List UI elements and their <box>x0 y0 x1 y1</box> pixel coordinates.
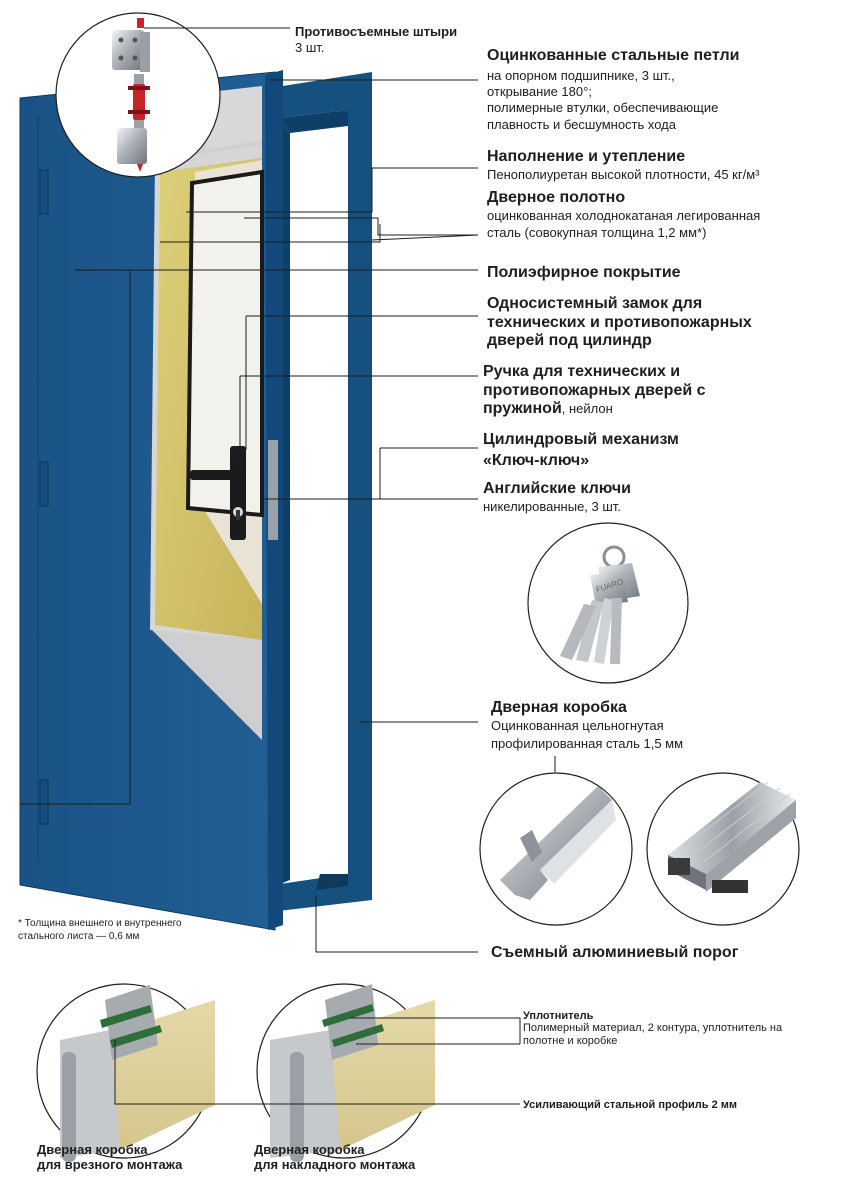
leaf-line: сталь (совокупная толщина 1,2 мм*) <box>487 225 707 240</box>
handle-line: противопожарных дверей с <box>483 382 706 399</box>
frame-section-icon <box>36 983 215 1162</box>
handle-material-label: , нейлон <box>561 401 613 416</box>
cylinder-line: Цилиндровый механизм <box>483 431 679 448</box>
handle-line: пружиной, нейлон <box>483 399 613 418</box>
hinges-line: на опорном подшипнике, 3 шт., <box>487 68 675 83</box>
overlay-caption: Дверная коробка <box>254 1142 365 1157</box>
footnote-line: * Толщина внешнего и внутреннего <box>18 918 182 929</box>
pins-title: Противосъемные штыри <box>295 24 458 39</box>
seal-title: Уплотнитель <box>523 1010 594 1022</box>
hinge-pin-icon <box>55 12 221 178</box>
footnote-line: стального листа — 0,6 мм <box>18 931 140 942</box>
door-frame <box>270 72 372 912</box>
hinges-line: плавность и бесшумность хода <box>487 117 676 132</box>
leader-lines <box>20 27 556 1105</box>
key-bunch-icon: FUARO <box>527 522 689 684</box>
pins-count: 3 шт. <box>295 40 325 55</box>
profile-title: Усиливающий стальной профиль 2 мм <box>523 1099 738 1111</box>
frame-section-icon <box>256 983 435 1162</box>
leaf-line: оцинкованная холоднокатаная легированная <box>487 208 761 223</box>
frame-line: Оцинкованная цельногнутая <box>491 718 664 733</box>
lock-line: Односистемный замок для <box>487 295 703 312</box>
fill-desc: Пенополиуретан высокой плотности, 45 кг/… <box>487 167 760 182</box>
coating-title: Полиэфирное покрытие <box>487 264 681 281</box>
handle-spring-label: пружиной <box>483 400 562 417</box>
threshold-icon <box>646 772 800 926</box>
fill-title: Наполнение и утепление <box>487 148 686 165</box>
handle-line: Ручка для технических и <box>483 363 681 380</box>
keys-title: Английские ключи <box>483 480 631 497</box>
frame-title: Дверная коробка <box>491 699 627 716</box>
overlay-caption: для накладного монтажа <box>254 1157 416 1172</box>
seal-line: Полимерный материал, 2 контура, уплотнит… <box>523 1022 783 1034</box>
keys-desc: никелированные, 3 шт. <box>483 499 621 514</box>
hinges-line: открывание 180°; <box>487 84 592 99</box>
threshold-title: Съемный алюминиевый порог <box>491 944 739 961</box>
mortise-caption: Дверная коробка <box>37 1142 148 1157</box>
leaf-title: Дверное полотно <box>487 189 626 206</box>
mortise-caption: для врезного монтажа <box>37 1157 183 1172</box>
door-leaf <box>19 70 283 931</box>
hinges-title: Оцинкованные стальные петли <box>487 47 740 64</box>
lock-line: дверей под цилиндр <box>487 332 652 349</box>
frame-line: профилированная сталь 1,5 мм <box>491 736 684 751</box>
cylinder-line: «Ключ-ключ» <box>483 452 590 469</box>
hinges-line: полимерные втулки, обеспечивающие <box>487 100 719 115</box>
lock-line: технических и противопожарных <box>487 314 752 331</box>
seal-line: полотне и коробке <box>523 1035 618 1047</box>
aluminum-profile-icon <box>479 772 633 926</box>
